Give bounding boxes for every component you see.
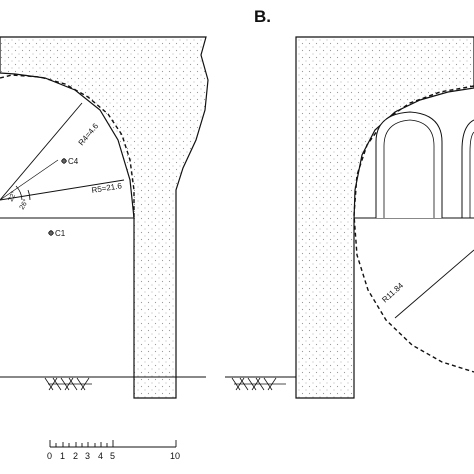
panel-a-radius-line-extra (0, 159, 59, 201)
center-marker-c1 (48, 230, 54, 236)
panel-a: C4 C1 R4=4.6 R5=21.6 22° 26° (0, 36, 209, 399)
panel-b-masonry (295, 36, 474, 399)
scale-tick-0: 0 (47, 451, 52, 461)
panel-a-radius-line-r5 (0, 179, 125, 201)
panel-a-intrados-dashed (0, 74, 135, 218)
panel-b-inner-arch-1 (375, 111, 443, 218)
panel-b: B. R11.84 (225, 7, 474, 399)
radius-label-r4: R4=4.6 (77, 121, 101, 147)
scale-bar: 0 1 2 3 4 5 10 (47, 440, 180, 461)
angle-label-26: 26° (18, 198, 30, 211)
radius-label-r5: R5=21.6 (91, 181, 123, 195)
panel-b-inner-arch-1-inner (383, 119, 435, 218)
panel-b-label: B. (254, 7, 271, 26)
panel-a-angle-arc-2 (27, 189, 31, 201)
angle-label-22: 22° (7, 190, 19, 203)
center-marker-c4 (61, 158, 67, 164)
panel-a-radius-line-r4 (0, 102, 83, 201)
scale-tick-10: 10 (170, 451, 180, 461)
panel-a-angle-arc (15, 185, 23, 201)
scale-tick-1: 1 (60, 451, 65, 461)
center-label-c4: C4 (68, 157, 79, 166)
scale-tick-3: 3 (85, 451, 90, 461)
panel-b-inner-arch-2-inner (469, 131, 474, 218)
panel-a-ground-hatch (44, 377, 92, 391)
radius-label-r11: R11.84 (380, 281, 405, 305)
scale-tick-4: 4 (98, 451, 103, 461)
panel-b-radius-line-r11 (394, 249, 474, 319)
panel-b-intrados-dashed (353, 85, 474, 373)
panel-b-inner-arch-2 (461, 119, 474, 218)
center-label-c1: C1 (55, 229, 66, 238)
scale-tick-5: 5 (110, 451, 115, 461)
scale-tick-2: 2 (73, 451, 78, 461)
panel-b-ground-hatch (231, 377, 286, 391)
